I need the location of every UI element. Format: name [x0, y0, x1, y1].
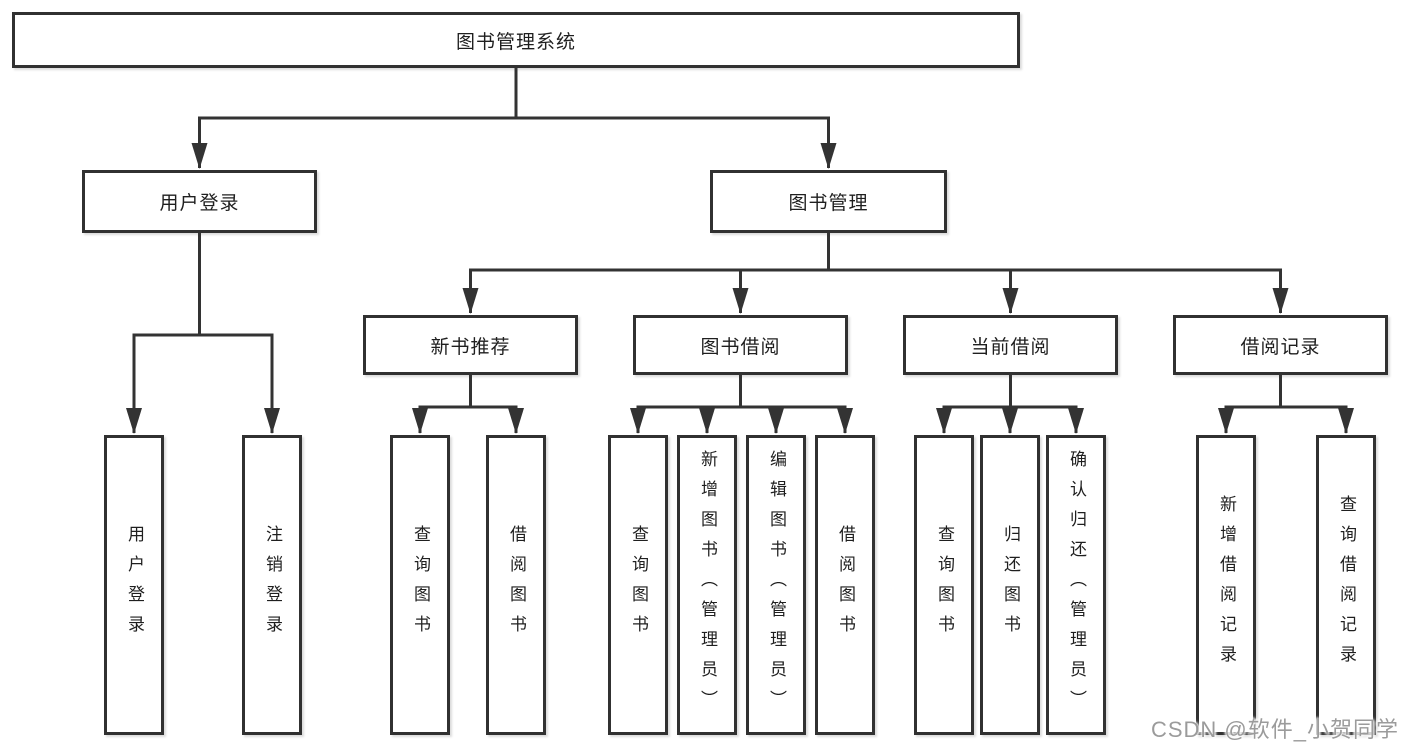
leaf-label: 注销登录 — [263, 525, 282, 645]
node-label: 新书推荐 — [430, 336, 511, 358]
leaf-newbook-borrow-books: 借阅图书 — [486, 435, 546, 735]
leaf-record-query-borrow-record: 查询借阅记录 — [1316, 435, 1376, 735]
leaf-record-add-borrow-record: 新增借阅记录 — [1196, 435, 1256, 735]
leaf-borrow-borrow-books: 借阅图书 — [815, 435, 875, 735]
leaf-borrow-edit-books-admin: 编辑图书（管理员） — [746, 435, 806, 735]
leaf-current-query-books: 查询图书 — [914, 435, 974, 735]
leaf-label: 新增借阅记录 — [1217, 495, 1236, 675]
node-label: 图书管理 — [788, 193, 869, 214]
leaf-current-return-books: 归还图书 — [980, 435, 1040, 735]
leaf-label: 借阅图书 — [507, 525, 526, 645]
leaf-label: 借阅图书 — [836, 525, 855, 645]
leaf-label: 查询借阅记录 — [1337, 495, 1356, 675]
node-user-login: 用户登录 — [82, 170, 317, 233]
leaf-label: 新增图书（管理员） — [698, 450, 717, 720]
node-label: 图书借阅 — [700, 336, 781, 358]
leaf-label: 用户登录 — [125, 525, 144, 645]
node-label: 当前借阅 — [970, 336, 1051, 358]
node-book-borrowing: 图书借阅 — [633, 315, 848, 375]
leaf-current-confirm-return-admin: 确认归还（管理员） — [1046, 435, 1106, 735]
node-new-book-recommend: 新书推荐 — [363, 315, 578, 375]
leaf-label: 编辑图书（管理员） — [767, 450, 786, 720]
leaf-newbook-query-books: 查询图书 — [390, 435, 450, 735]
node-book-management: 图书管理 — [710, 170, 947, 233]
leaf-label: 归还图书 — [1001, 525, 1020, 645]
leaf-label: 查询图书 — [629, 525, 648, 645]
leaf-borrow-add-books-admin: 新增图书（管理员） — [677, 435, 737, 735]
leaf-label: 查询图书 — [935, 525, 954, 645]
leaf-logout: 注销登录 — [242, 435, 302, 735]
node-label: 借阅记录 — [1240, 336, 1321, 358]
node-label: 图书管理系统 — [455, 31, 576, 53]
leaf-label: 查询图书 — [411, 525, 430, 645]
leaf-label: 确认归还（管理员） — [1067, 450, 1086, 720]
leaf-borrow-query-books: 查询图书 — [608, 435, 668, 735]
node-borrowing-records: 借阅记录 — [1173, 315, 1388, 375]
leaf-user-login: 用户登录 — [104, 435, 164, 735]
node-library-system: 图书管理系统 — [12, 12, 1020, 68]
node-current-borrowing: 当前借阅 — [903, 315, 1118, 375]
node-label: 用户登录 — [159, 193, 240, 214]
